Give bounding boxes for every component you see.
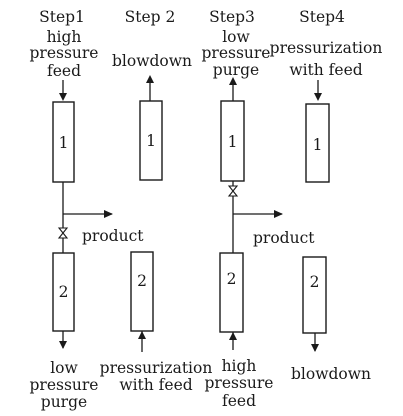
step2-column-1-label: 1: [146, 132, 156, 150]
step1-product-arrow-icon: [104, 210, 113, 218]
step4-title: Step4: [299, 8, 345, 26]
step1-title: Step1: [39, 8, 85, 26]
step1-column-1-label: 1: [59, 134, 69, 152]
step3-column-2: [219, 252, 244, 333]
step3-column-2-label: 2: [227, 270, 237, 288]
step4-feed-arrow-icon: [314, 93, 322, 101]
step2-column-2: [130, 251, 154, 332]
step3-valve-icon: [227, 185, 239, 197]
step1-bottom-label-line1: low: [50, 359, 78, 377]
step3-bottom-label-line2: pressure: [205, 374, 274, 392]
step4-column-2-label: 2: [310, 273, 320, 291]
step4-bottom-label: blowdown: [291, 365, 371, 383]
step3-feed-arrow-icon: [229, 332, 237, 340]
step3-top-label-line1: low: [222, 28, 250, 46]
step4-top-label-line1: pressurization: [270, 39, 383, 57]
step2-bottom-label-line2: with feed: [119, 376, 192, 394]
step2-top-label: blowdown: [112, 52, 192, 70]
step4-column-2: [302, 256, 327, 334]
step1-product-label: product: [82, 227, 144, 245]
step3-bottom-label-line1: high: [222, 357, 257, 375]
step3-product-label: product: [253, 229, 315, 247]
step1-bottom-label-line2: pressure: [30, 376, 99, 394]
step1-purge-arrow-icon: [59, 341, 67, 349]
step2-bottom-label-line1: pressurization: [100, 359, 213, 377]
step1-column-2-label: 2: [59, 283, 69, 301]
step3-product-arrow-icon: [274, 210, 283, 218]
step3-column-1-label: 1: [228, 133, 238, 151]
step3-bottom-label-line3: feed: [222, 392, 256, 410]
step1-valve-icon: [57, 227, 69, 239]
step1-feed-arrow-icon: [59, 93, 67, 101]
step1-bottom-label-line3: purge: [41, 393, 87, 411]
step2-blowdown-arrow-icon: [146, 75, 154, 83]
step2-title: Step 2: [125, 8, 176, 26]
step4-column-1-label: 1: [313, 136, 323, 154]
step3-top-label-line3: purge: [213, 61, 259, 79]
step1-top-label-line3: feed: [47, 62, 81, 80]
step2-column-1: [139, 100, 163, 181]
step4-blowdown-arrow-icon: [311, 344, 319, 352]
step2-column-2-label: 2: [137, 272, 147, 290]
step4-column-1: [305, 103, 330, 183]
step1-top-label-line1: high: [47, 28, 82, 46]
step3-top-label-line2: pressure: [202, 44, 271, 62]
step3-title: Step3: [209, 8, 255, 26]
step4-top-label-line2: with feed: [289, 61, 362, 79]
step2-feed-arrow-icon: [138, 331, 146, 339]
step1-top-label-line2: pressure: [30, 44, 99, 62]
step3-purge-arrow-icon: [229, 77, 237, 85]
